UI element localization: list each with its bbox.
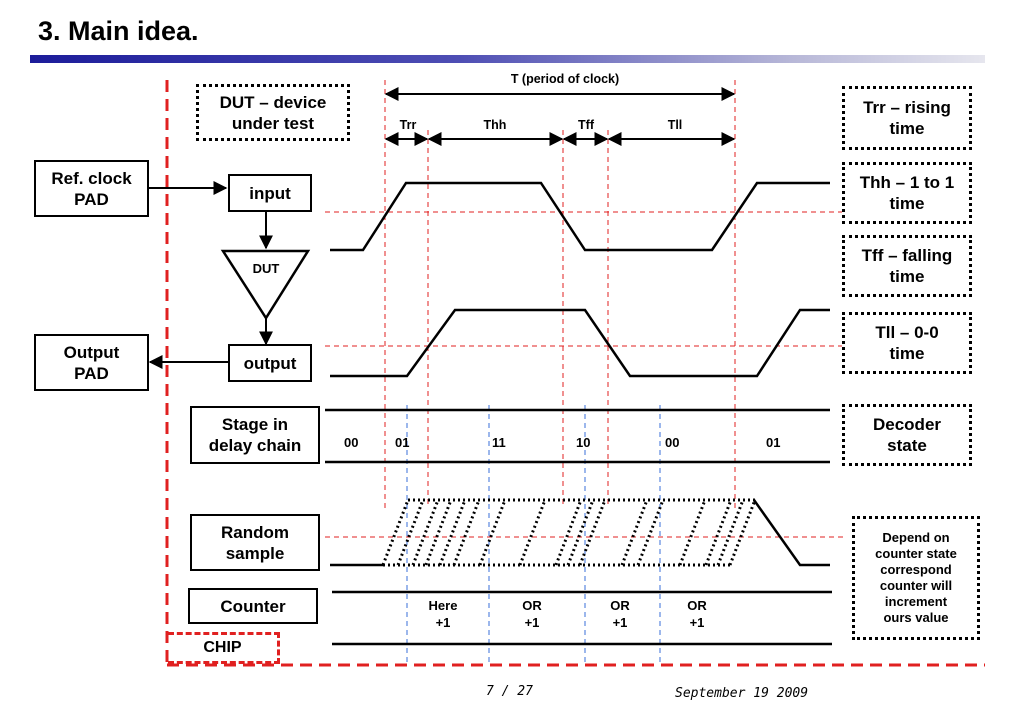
state-value: 00 — [344, 435, 359, 450]
input-box: input — [228, 174, 312, 212]
state-value: 11 — [492, 435, 506, 450]
page-number: 7 / 27 — [486, 684, 533, 699]
state-value: 01 — [766, 435, 781, 450]
title-underline-bar — [30, 55, 985, 63]
dut-legend-box: DUT – device under test — [196, 84, 350, 141]
input-clock-waveform — [330, 181, 830, 252]
legend-decoder-box: Decoder state — [842, 404, 972, 466]
random-sample-box: Random sample — [190, 514, 320, 571]
chip-label: CHIP — [168, 632, 280, 664]
period-label: T (period of clock) — [510, 72, 620, 86]
legend-tll-box: Tll – 0-0 time — [842, 312, 972, 374]
page-title: 3. Main idea. — [38, 16, 199, 46]
output-pad-box: Output PAD — [34, 334, 149, 391]
dut-triangle — [220, 249, 311, 321]
counter-increment-label: OR +1 — [610, 598, 630, 630]
counter-increment-label: OR +1 — [687, 598, 707, 630]
footer-date: September 19 2009 — [675, 686, 809, 701]
state-value: 10 — [576, 435, 591, 450]
legend-trr-box: Trr – rising time — [842, 86, 972, 150]
tff-label: Tff — [578, 118, 594, 132]
output-box: output — [228, 344, 312, 382]
stage-delay-chain-box: Stage in delay chain — [190, 406, 320, 464]
tll-label: Tll — [667, 118, 683, 132]
legend-tff-box: Tff – falling time — [842, 235, 972, 297]
dut-label: DUT — [252, 261, 280, 276]
thh-label: Thh — [483, 118, 507, 132]
counter-increment-label: OR +1 — [522, 598, 542, 630]
legend-thh-box: Thh – 1 to 1 time — [842, 162, 972, 224]
state-value: 01 — [395, 435, 410, 450]
counter-box: Counter — [188, 588, 318, 624]
red-guide-lines — [325, 80, 845, 538]
ref-clock-pad-box: Ref. clock PAD — [34, 160, 149, 217]
legend-depend-box: Depend on counter state correspond count… — [852, 516, 980, 640]
output-clock-waveform — [330, 308, 830, 378]
counter-increment-label: Here +1 — [428, 598, 458, 630]
trr-label: Trr — [399, 118, 417, 132]
random-sample-waveform — [330, 498, 830, 567]
state-value: 00 — [665, 435, 680, 450]
blue-sample-lines — [406, 405, 661, 664]
